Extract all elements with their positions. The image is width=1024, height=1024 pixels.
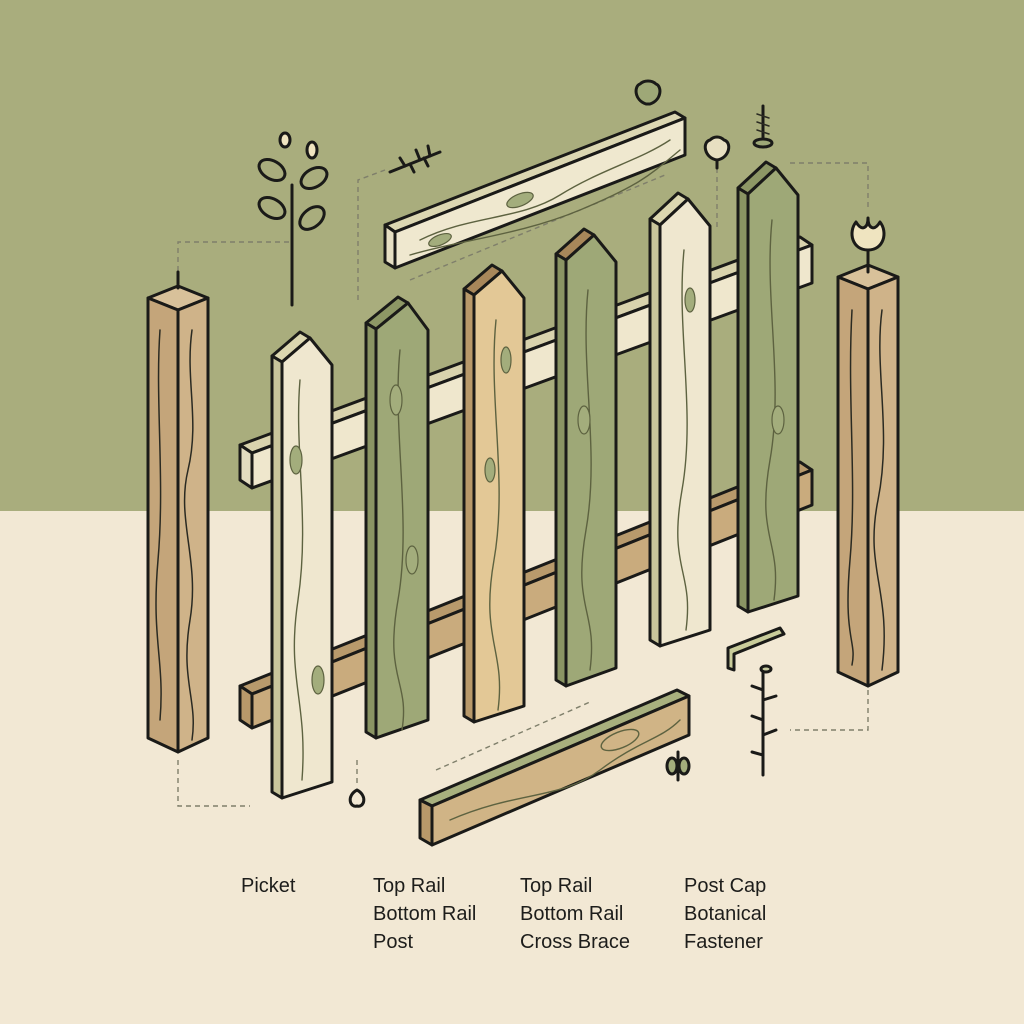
label-bottom-rail: Bottom Rail	[373, 903, 477, 925]
label-column-2: Top Rail Bottom Rail Post	[373, 872, 476, 956]
picket-4	[554, 227, 618, 688]
picket-1	[270, 330, 334, 800]
label-top-rail: Top Rail	[520, 875, 593, 897]
label-post: Post	[373, 931, 414, 953]
label-fastener: Fastener	[684, 931, 763, 953]
picket-2	[364, 295, 430, 740]
leader-lines	[177, 162, 869, 807]
label-post-cap: Post Cap	[684, 875, 767, 897]
botanical-bud-mid	[703, 135, 731, 170]
post-left	[146, 270, 210, 754]
top-rail-floating	[383, 110, 687, 270]
label-bottom-rail: Bottom Rail	[520, 903, 624, 925]
label-column-3: Top Rail Bottom Rail Cross Brace	[520, 872, 630, 956]
post-right	[836, 263, 900, 688]
l-bracket-fastener	[726, 626, 786, 672]
post-cap-flower	[850, 216, 886, 274]
picket-6	[736, 160, 800, 614]
picket-3	[462, 263, 526, 724]
thorned-twig-fastener	[388, 144, 442, 174]
cross-brace	[418, 688, 691, 847]
label-column-4: Post Cap Botanical Fastener	[684, 872, 766, 956]
botanical-sprig-bottom-right	[665, 750, 691, 782]
thorned-stake-fastener	[750, 664, 778, 777]
label-top-rail: Top Rail	[373, 875, 446, 897]
label-botanical: Botanical	[684, 903, 767, 925]
picket-5	[648, 191, 712, 648]
label-cross-brace: Cross Brace	[520, 931, 631, 953]
botanical-sprig	[257, 131, 329, 307]
label-column-1: Picket	[241, 872, 295, 900]
botanical-sprig-bottom-left	[348, 788, 366, 808]
component-labels: Picket Top Rail Bottom Rail Post Top Rai…	[0, 872, 1024, 972]
screw-fastener	[752, 104, 774, 149]
label-picket: Picket	[241, 875, 296, 897]
botanical-bud-top	[634, 79, 662, 106]
